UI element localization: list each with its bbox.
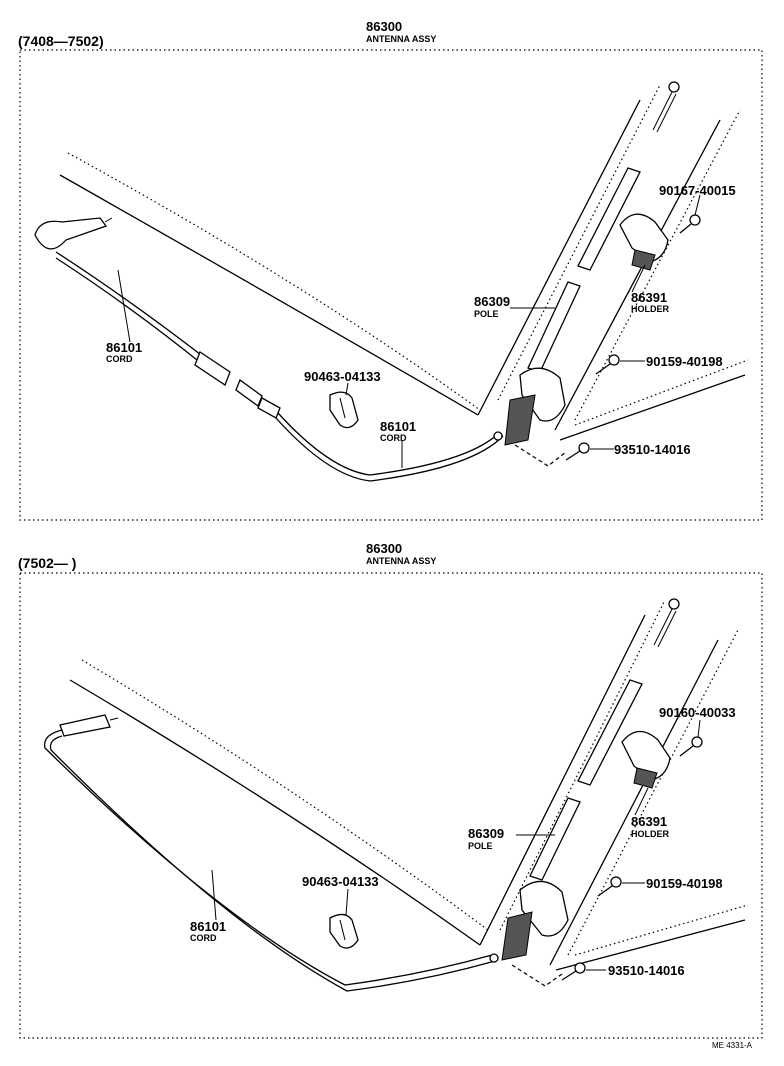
- panel-1-clip: [329, 391, 359, 429]
- panel-1-screw-90167: [679, 214, 701, 234]
- panel-1-part-number: 86391: [631, 290, 667, 305]
- panel-2-part-number: 90463-04133: [302, 874, 379, 889]
- panel-1: (7408—7502) 86300 ANTENNA ASSY: [18, 19, 763, 521]
- panel-1-screw-93510: [565, 442, 590, 461]
- panel-2-antenna-pole: [529, 598, 680, 881]
- panel-2-assy-number: 86300: [366, 541, 402, 556]
- panel-2-assy-name: ANTENNA ASSY: [366, 556, 436, 566]
- panel-1-body-outline: [59, 84, 749, 441]
- panel-2-part-number: 86101: [190, 919, 226, 934]
- panel-2-leaders: [211, 719, 701, 971]
- panel-2-screw-93510: [561, 962, 586, 981]
- panel-1-part-number: 86309: [474, 294, 510, 309]
- panel-2-part-name: HOLDER: [631, 829, 670, 839]
- panel-2-part-number: 93510-14016: [608, 963, 685, 978]
- panel-2-clip: [329, 913, 359, 949]
- panel-2-part-name: CORD: [190, 933, 217, 943]
- panel-2-holder: [621, 730, 671, 789]
- panel-1-part-number: 90463-04133: [304, 369, 381, 384]
- panel-1-part-number: 86101: [380, 419, 416, 434]
- panel-2-screw-90159: [597, 876, 622, 897]
- panel-2-antenna-base: [501, 880, 569, 961]
- panel-1-assy-name: ANTENNA ASSY: [366, 34, 436, 44]
- panel-2-screw-90160: [679, 736, 703, 757]
- panel-1-part-number: 90167-40015: [659, 183, 736, 198]
- panel-2-part-number: 86309: [468, 826, 504, 841]
- panel-1-holder: [619, 213, 669, 271]
- panel-2-part-number: 90159-40198: [646, 876, 723, 891]
- footer-code: ME 4331-A: [712, 1041, 753, 1050]
- panel-1-frame: [19, 49, 763, 521]
- panel-1-part-name: POLE: [474, 309, 499, 319]
- panel-1-cord: [34, 217, 504, 482]
- panel-1-part-name: CORD: [106, 354, 133, 364]
- panel-1-leaders: [117, 194, 701, 468]
- panel-2: (7502— ) 86300 ANTENNA ASSY: [18, 541, 763, 1039]
- panel-1-antenna-base: [504, 367, 566, 446]
- panel-1-part-number: 90159-40198: [646, 354, 723, 369]
- panel-1-part-name: CORD: [380, 433, 407, 443]
- panel-1-assy-number: 86300: [366, 19, 402, 34]
- panel-2-part-name: POLE: [468, 841, 493, 851]
- panel-2-part-number: 86391: [631, 814, 667, 829]
- panel-2-period: (7502— ): [18, 555, 76, 571]
- panel-2-part-number: 90160-40033: [659, 705, 736, 720]
- panel-1-antenna-pole: [527, 81, 680, 373]
- panel-1-part-name: HOLDER: [631, 304, 670, 314]
- panel-1-part-number: 93510-14016: [614, 442, 691, 457]
- panel-2-cord: [43, 714, 499, 992]
- panel-1-period: (7408—7502): [18, 33, 104, 49]
- panel-1-part-number: 86101: [106, 340, 142, 355]
- panel-2-body-outline: [69, 599, 749, 971]
- panel-1-screw-90159: [595, 354, 620, 375]
